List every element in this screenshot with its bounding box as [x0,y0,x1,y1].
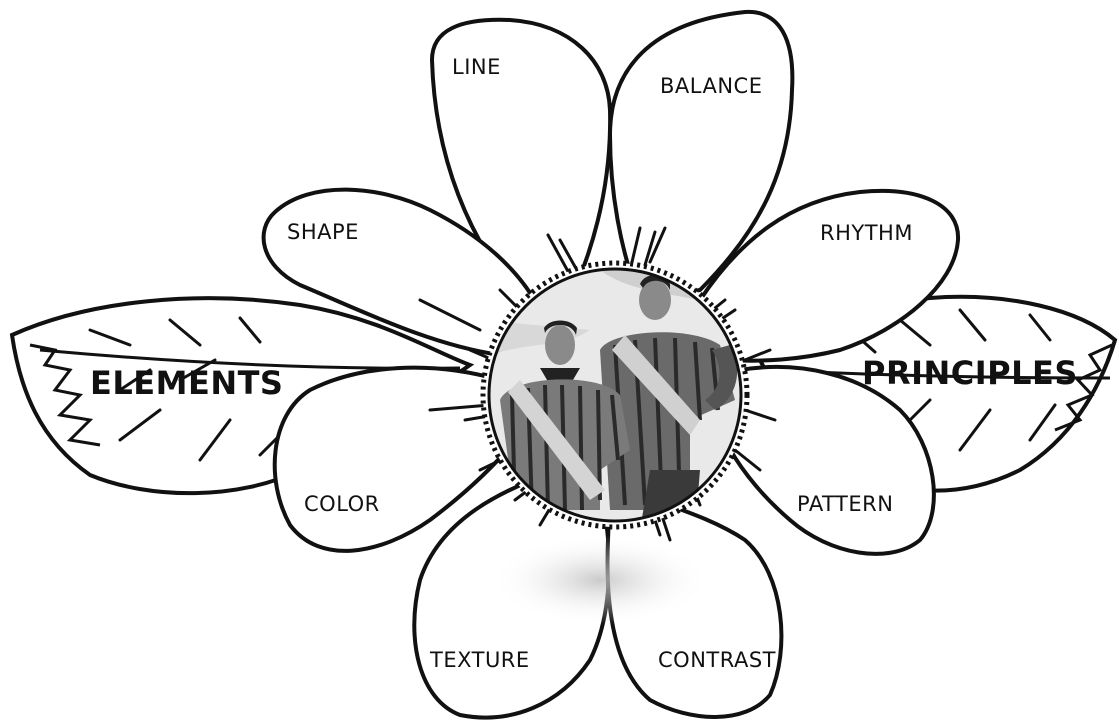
petal-label-rhythm: RHYTHM [820,221,913,245]
petal-label-texture: TEXTURE [430,648,530,672]
petal-label-balance: BALANCE [660,74,762,98]
elements-label: ELEMENTS [90,364,283,402]
petal-label-shape: SHAPE [287,220,359,244]
petal-label-color: COLOR [304,492,380,516]
petal-label-contrast: CONTRAST [658,648,776,672]
petal-label-pattern: PATTERN [797,492,893,516]
principles-label: PRINCIPLES [862,354,1078,392]
petal-label-line: LINE [452,55,501,79]
center-shadow [490,535,710,625]
